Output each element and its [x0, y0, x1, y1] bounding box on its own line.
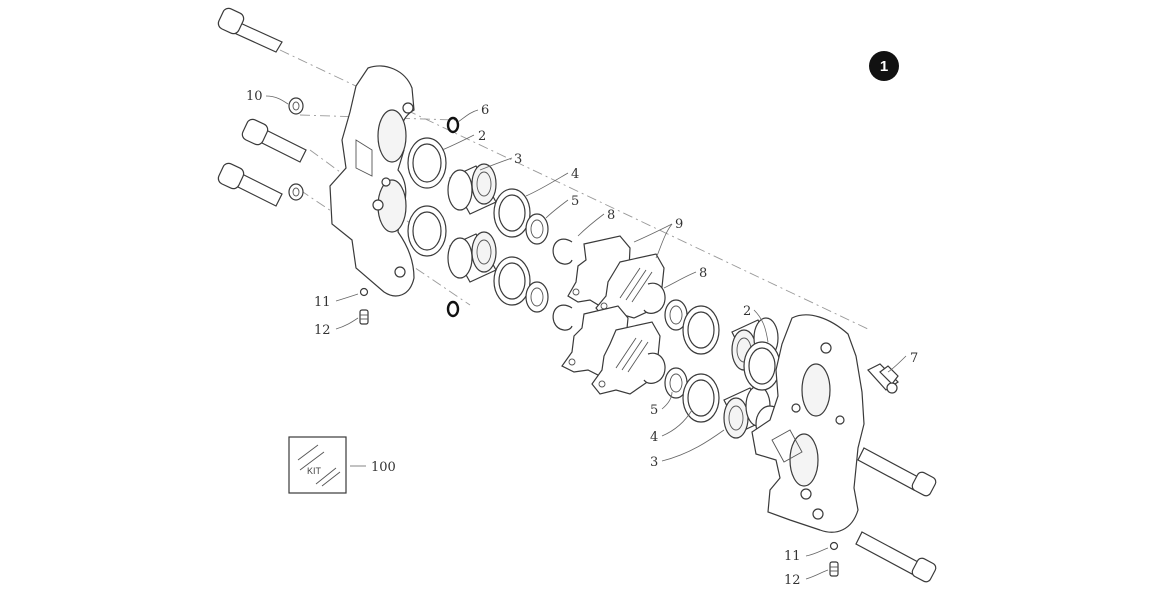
callout-10-upper: 10 — [246, 89, 263, 104]
screw-left — [359, 309, 369, 325]
brake-pad-lower-front — [591, 321, 661, 395]
seal-left-lower — [407, 205, 447, 257]
piston-left-lower — [447, 231, 497, 283]
ball-right — [829, 541, 839, 551]
callout-5-right: 5 — [650, 403, 658, 418]
callout-2-left: 2 — [478, 129, 486, 144]
callout-7: 7 — [910, 351, 918, 366]
seal-right-upper — [743, 341, 781, 391]
callout-2-right: 2 — [743, 304, 751, 319]
callout-4-right: 4 — [650, 430, 658, 445]
figure-number-badge: 1 — [869, 51, 899, 81]
snap-ring-left-upper — [552, 238, 573, 265]
kit-text: KIT — [307, 466, 322, 476]
callout-12-right: 12 — [784, 573, 801, 588]
seal-left-upper — [407, 137, 447, 189]
bolt-low-left — [217, 162, 283, 207]
callout-8-right: 8 — [699, 266, 707, 281]
caliper-body-right — [751, 314, 865, 533]
callout-3-left: 3 — [514, 152, 522, 167]
caliper-body-left — [329, 65, 415, 297]
callout-100: 100 — [371, 460, 396, 475]
callout-5-left: 5 — [571, 194, 579, 209]
bushing-upper — [288, 97, 304, 115]
ball-left — [359, 287, 369, 297]
callout-labels: 10 6 2 3 4 5 8 9 8 2 7 5 4 3 11 12 100 1… — [246, 89, 918, 588]
callout-3-right: 3 — [650, 455, 658, 470]
dust-seal-right-lower — [682, 373, 720, 423]
dust-seal-left-lower — [493, 256, 531, 306]
washer-left-upper — [525, 213, 549, 245]
snap-ring-right-lower — [643, 352, 666, 384]
snap-ring-left-lower — [552, 304, 573, 331]
callout-6: 6 — [481, 103, 489, 118]
callout-11-left: 11 — [314, 295, 331, 310]
callout-11-right: 11 — [784, 549, 801, 564]
bolt-right-upper — [857, 447, 937, 497]
callout-12-left: 12 — [314, 323, 331, 338]
badge-number: 1 — [880, 58, 888, 75]
callout-8-left: 8 — [607, 208, 615, 223]
bleeder-valve — [867, 363, 899, 394]
bolt-top-left — [217, 7, 283, 53]
o-ring-lower — [446, 300, 460, 318]
snap-ring-right-upper — [643, 282, 666, 314]
leader-lines — [265, 95, 907, 580]
bolt-right-lower — [855, 531, 937, 583]
dust-seal-right-upper — [682, 305, 720, 355]
piston-right-lower — [723, 385, 771, 439]
bolt-mid-left — [241, 118, 307, 163]
o-ring-upper — [446, 116, 460, 134]
callout-4-left: 4 — [571, 167, 579, 182]
screw-right — [829, 561, 839, 577]
dust-seal-left-upper — [493, 188, 531, 238]
washer-left-lower — [525, 281, 549, 313]
washer-right-upper — [664, 299, 688, 331]
bushing-lower — [288, 183, 304, 201]
kit-box: KIT — [288, 436, 347, 494]
piston-left-upper — [447, 163, 497, 215]
callout-9: 9 — [675, 217, 683, 232]
